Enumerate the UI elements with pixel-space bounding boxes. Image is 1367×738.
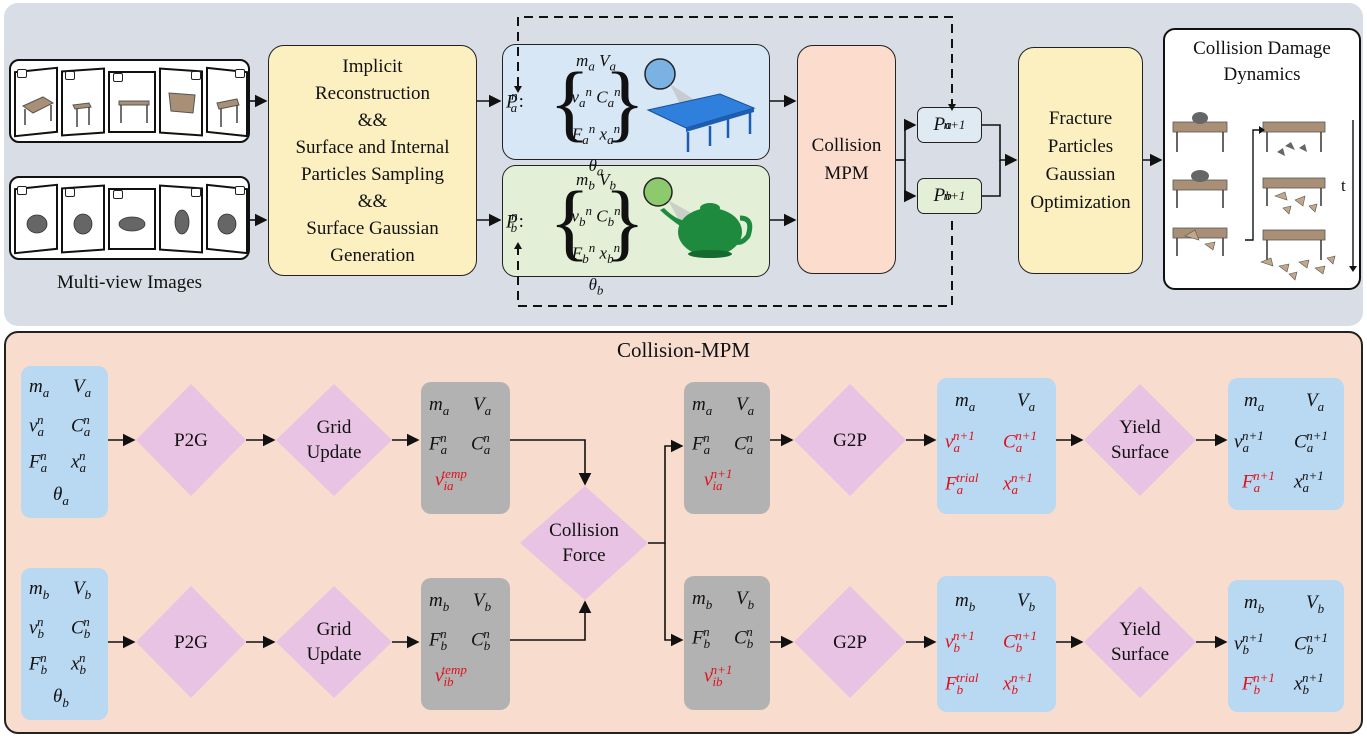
- fracture-line: Optimization: [1030, 191, 1131, 213]
- fracture-line: Gaussian: [1045, 163, 1116, 185]
- p2g-label-a: P2G: [174, 429, 208, 451]
- camera-icon: [65, 188, 75, 197]
- camera-icon: [17, 69, 27, 78]
- g2p-label-a: G2P: [833, 429, 867, 451]
- mpm-line: MPM: [824, 162, 869, 184]
- multiview-strip-teapot: [9, 176, 250, 260]
- damage-sequence-illustration: [1172, 112, 1357, 281]
- recon-line: &&: [357, 109, 388, 131]
- yield-line: Surface: [1110, 442, 1170, 463]
- damage-title-line: Dynamics: [1223, 64, 1301, 85]
- recon-line: Reconstruction: [314, 82, 431, 104]
- brace-a-close: }: [604, 54, 646, 150]
- yield-diamond-a: [1084, 384, 1196, 496]
- top-flow-arrows: [250, 16, 1163, 307]
- collision-mpm-box: Collision MPM: [797, 45, 896, 274]
- grid-update-diamond-a: [276, 384, 392, 496]
- table-renders: [21, 92, 240, 127]
- damage-dynamics-box: Collision Damage Dynamics: [1163, 28, 1361, 290]
- camera-icon: [113, 190, 123, 199]
- grid-update-diamond-b: [276, 586, 392, 698]
- yield-line: Surface: [1110, 644, 1170, 665]
- collision-mpm-title: Collision-MPM: [616, 338, 751, 362]
- g2p-label-b: G2P: [833, 631, 867, 653]
- grid-update-line: Grid: [316, 417, 352, 438]
- yield-diamond-b: [1084, 586, 1196, 698]
- collision-mpm-flow: [108, 384, 1228, 698]
- green-teapot-illustration: [643, 177, 753, 258]
- reconstruction-box: Implicit Reconstruction && Surface and I…: [268, 45, 477, 276]
- fracture-line: Fracture: [1048, 107, 1113, 129]
- grid-update-line: Update: [306, 442, 362, 463]
- multiview-label: Multi-view Images: [56, 272, 203, 293]
- teapot-renders: [26, 209, 237, 235]
- p2g-diamond-a: [136, 384, 246, 496]
- yield-line: Yield: [1119, 417, 1161, 438]
- recon-line: Implicit: [342, 55, 403, 77]
- yield-line: Yield: [1119, 619, 1161, 640]
- brace-b: {: [549, 173, 591, 269]
- collision-force-diamond: [520, 486, 648, 600]
- g2p-diamond-b: [794, 586, 906, 698]
- p2g-diamond-b: [136, 586, 246, 698]
- state-label-a: Pan:: [506, 88, 524, 116]
- recon-line: Surface and Internal: [295, 136, 450, 158]
- fracture-line: Particles: [1047, 135, 1114, 157]
- p2g-label-b: P2G: [174, 631, 208, 653]
- g2p-diamond-a: [794, 384, 906, 496]
- brace-a: {: [549, 54, 591, 150]
- camera-icon: [191, 188, 201, 197]
- camera-icon: [65, 71, 75, 80]
- fracture-optimization-box: Fracture Particles Gaussian Optimization: [1018, 47, 1143, 274]
- grid-update-line: Grid: [316, 619, 352, 640]
- collision-force-label: Collision Force: [525, 517, 643, 569]
- camera-icon: [113, 73, 123, 82]
- state-label-b: Pbn:: [506, 208, 524, 236]
- multiview-strip-table: [9, 59, 250, 143]
- grid-update-label-a: Grid Update: [281, 414, 387, 466]
- camera-icon: [17, 186, 27, 195]
- damage-title-line: Collision Damage: [1193, 38, 1331, 59]
- camera-icon: [191, 71, 201, 80]
- damage-title: Collision Damage Dynamics: [1165, 36, 1359, 88]
- camera-icon: [235, 186, 245, 195]
- grid-update-line: Update: [306, 644, 362, 665]
- grid-update-label-b: Grid Update: [281, 616, 387, 668]
- collision-force-line: Force: [562, 545, 606, 566]
- brace-b-close: }: [604, 173, 646, 269]
- recon-line: Generation: [330, 244, 415, 266]
- recon-line: &&: [357, 190, 388, 212]
- time-label: t: [1341, 176, 1346, 195]
- yield-label-a: Yield Surface: [1088, 414, 1192, 466]
- view-thumb: [108, 188, 156, 250]
- yield-label-b: Yield Surface: [1088, 616, 1192, 668]
- recon-line: Particles Sampling: [300, 163, 444, 185]
- camera-icon: [235, 69, 245, 78]
- blue-table-illustration: [644, 58, 756, 152]
- recon-line: Surface Gaussian: [306, 217, 439, 239]
- collision-force-line: Collision: [549, 520, 619, 541]
- mpm-line: Collision: [811, 134, 882, 156]
